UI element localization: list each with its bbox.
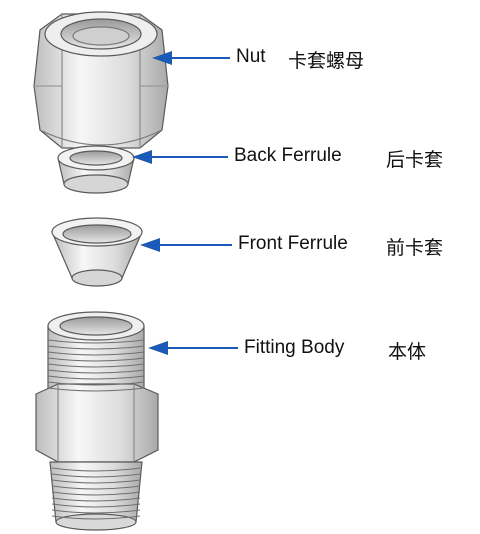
thread-line	[47, 375, 145, 380]
thread-line	[47, 357, 145, 362]
thread-line	[47, 369, 145, 374]
thread-line	[51, 467, 141, 472]
thread-line	[51, 479, 141, 484]
thread-line	[47, 381, 145, 386]
back-ferrule-label-cn: 后卡套	[386, 149, 444, 171]
nut-part	[33, 11, 169, 149]
back-ferrule-part	[57, 145, 135, 194]
thread-line	[47, 345, 145, 350]
thread-line	[51, 509, 141, 514]
thread-lines	[47, 339, 145, 520]
thread-line	[51, 497, 141, 502]
nut-arrow	[152, 51, 230, 65]
fitting-body-arrow	[148, 341, 238, 355]
back-ferrule-label: Back Ferrule	[234, 145, 342, 166]
thread-line	[47, 387, 145, 392]
fitting-body-label-cn: 本体	[388, 341, 427, 363]
thread-line	[47, 351, 145, 356]
thread-line	[51, 515, 141, 520]
thread-line	[47, 363, 145, 368]
front-ferrule-label: Front Ferrule	[238, 233, 348, 254]
thread-line	[47, 339, 145, 344]
thread-line	[51, 473, 141, 478]
nut-label-cn: 卡套螺母	[288, 50, 365, 72]
front-ferrule-arrow	[140, 238, 232, 252]
front-ferrule-label-cn: 前卡套	[386, 237, 444, 259]
fitting-body-part	[35, 311, 159, 531]
thread-line	[51, 491, 141, 496]
fitting-body-label: Fitting Body	[244, 337, 345, 358]
front-ferrule-part	[51, 217, 143, 287]
nut-label: Nut	[236, 46, 266, 67]
thread-line	[51, 503, 141, 508]
thread-line	[51, 485, 141, 490]
back-ferrule-arrow	[132, 150, 228, 164]
